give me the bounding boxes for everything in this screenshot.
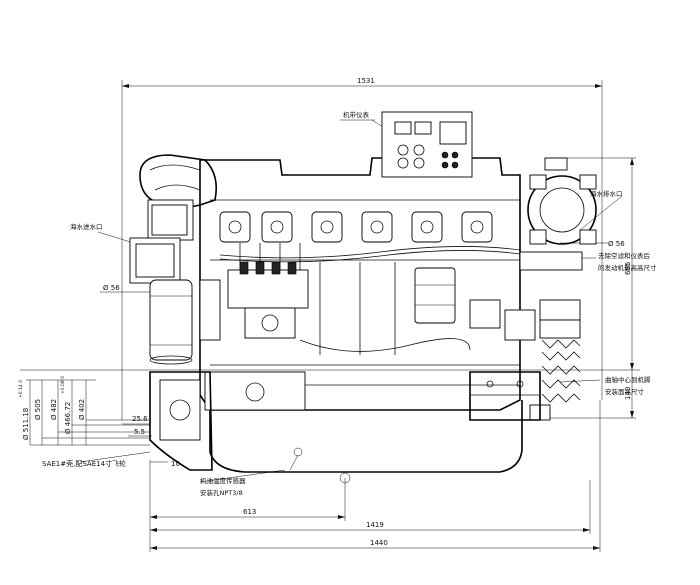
- label-oil-temp-sensor-1: 机油温度传感器: [200, 476, 246, 485]
- dim-flange-dia-4: Ø 466.72: [64, 402, 72, 434]
- dimension-texts: 1531 1440 1419 613 10 25.6 5.5 Ø 56 Ø 56…: [18, 77, 632, 547]
- label-oil-temp-sensor-2: 安装孔NPT3/8: [200, 488, 243, 497]
- engine-body: [199, 157, 536, 484]
- label-seawater-outlet: 海水排水口: [590, 189, 623, 198]
- dim-flange-dia-4-tol: +0.08 0: [60, 376, 66, 394]
- front-pulleys: [529, 299, 581, 421]
- label-air-filter-note-2: 的发动机最高高尺寸: [598, 263, 657, 272]
- dim-5-5: 5.5: [134, 428, 145, 436]
- heat-exchanger-canister: [149, 279, 193, 365]
- dim-flange-dia-3: Ø 482: [50, 399, 58, 420]
- dim-flange-dia-2: Ø 505: [34, 399, 42, 420]
- dim-flange-dia-1-tol: +0.14 0: [18, 380, 24, 398]
- dim-10: 10: [171, 460, 180, 468]
- turbo-exhaust: [129, 154, 218, 284]
- label-seawater-inlet: 海水进水口: [70, 222, 103, 231]
- label-crank-note-2: 安装面高尺寸: [605, 387, 645, 396]
- dim-1440: 1440: [370, 539, 388, 547]
- label-air-filter-note-1: 去除空滤和仪表后: [598, 251, 651, 260]
- dim-25-6: 25.6: [132, 415, 148, 423]
- dim-1531: 1531: [357, 77, 375, 85]
- label-crank-note-1: 曲轴中心到机脚: [605, 375, 651, 384]
- front-mount: [469, 371, 541, 421]
- injector-units: [219, 211, 493, 243]
- flywheel-housing: [149, 371, 213, 471]
- dim-flange-dia-1: Ø 511.18: [22, 408, 30, 440]
- label-sae-flywheel: SAE1#壳,配SAE14寸飞轮: [42, 459, 126, 468]
- dim-613: 613: [243, 508, 256, 516]
- dim-dia-56-left: Ø 56: [103, 284, 120, 292]
- right-header-tank: [519, 157, 597, 271]
- dim-1419: 1419: [366, 521, 384, 529]
- dim-695: 695: [624, 262, 632, 275]
- dim-140: 140: [624, 387, 632, 400]
- label-instrument-panel: 机带仪表: [343, 110, 370, 119]
- annotation-labels: 机带仪表 海水排水口 海水进水口 去除空滤和仪表后 的发动机最高高尺寸 曲轴中心…: [42, 110, 657, 497]
- dim-flange-dia-5: Ø 402: [78, 399, 86, 420]
- instrument-panel: [381, 111, 473, 178]
- dim-dia-56-right: Ø 56: [608, 240, 625, 248]
